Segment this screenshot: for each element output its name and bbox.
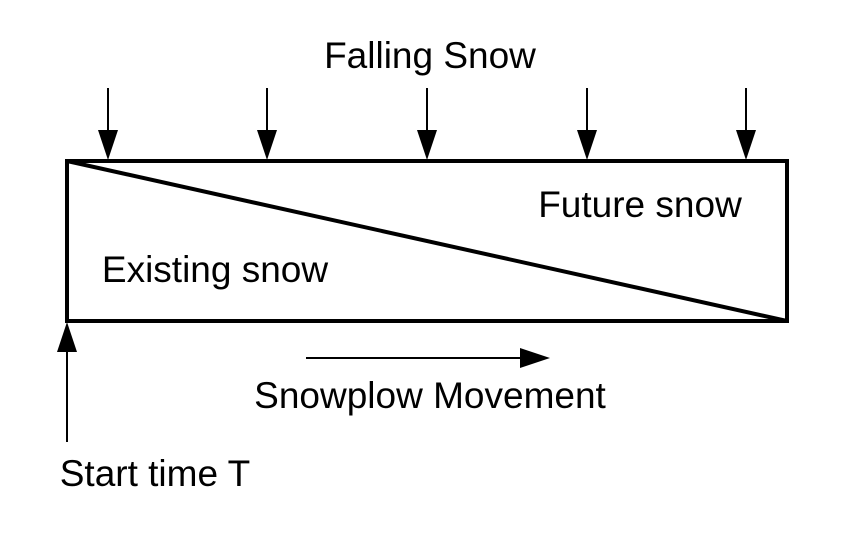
existing-snow-label: Existing snow: [102, 249, 328, 290]
snow-boundary-line: [66, 159, 788, 323]
snowplow-movement-label: Snowplow Movement: [254, 375, 606, 416]
start-time-arrow: [57, 322, 77, 442]
snow-arrow: [577, 88, 597, 160]
falling-snow-arrows: [98, 88, 756, 160]
start-time-label: Start time T: [60, 453, 251, 494]
snow-arrow: [257, 88, 277, 160]
snow-arrow: [736, 88, 756, 160]
snow-arrow: [98, 88, 118, 160]
road-box: [65, 159, 789, 323]
snowplow-movement-arrow: [306, 348, 550, 368]
snow-arrow: [417, 88, 437, 160]
future-snow-label: Future snow: [538, 184, 742, 225]
falling-snow-label: Falling Snow: [324, 35, 536, 76]
